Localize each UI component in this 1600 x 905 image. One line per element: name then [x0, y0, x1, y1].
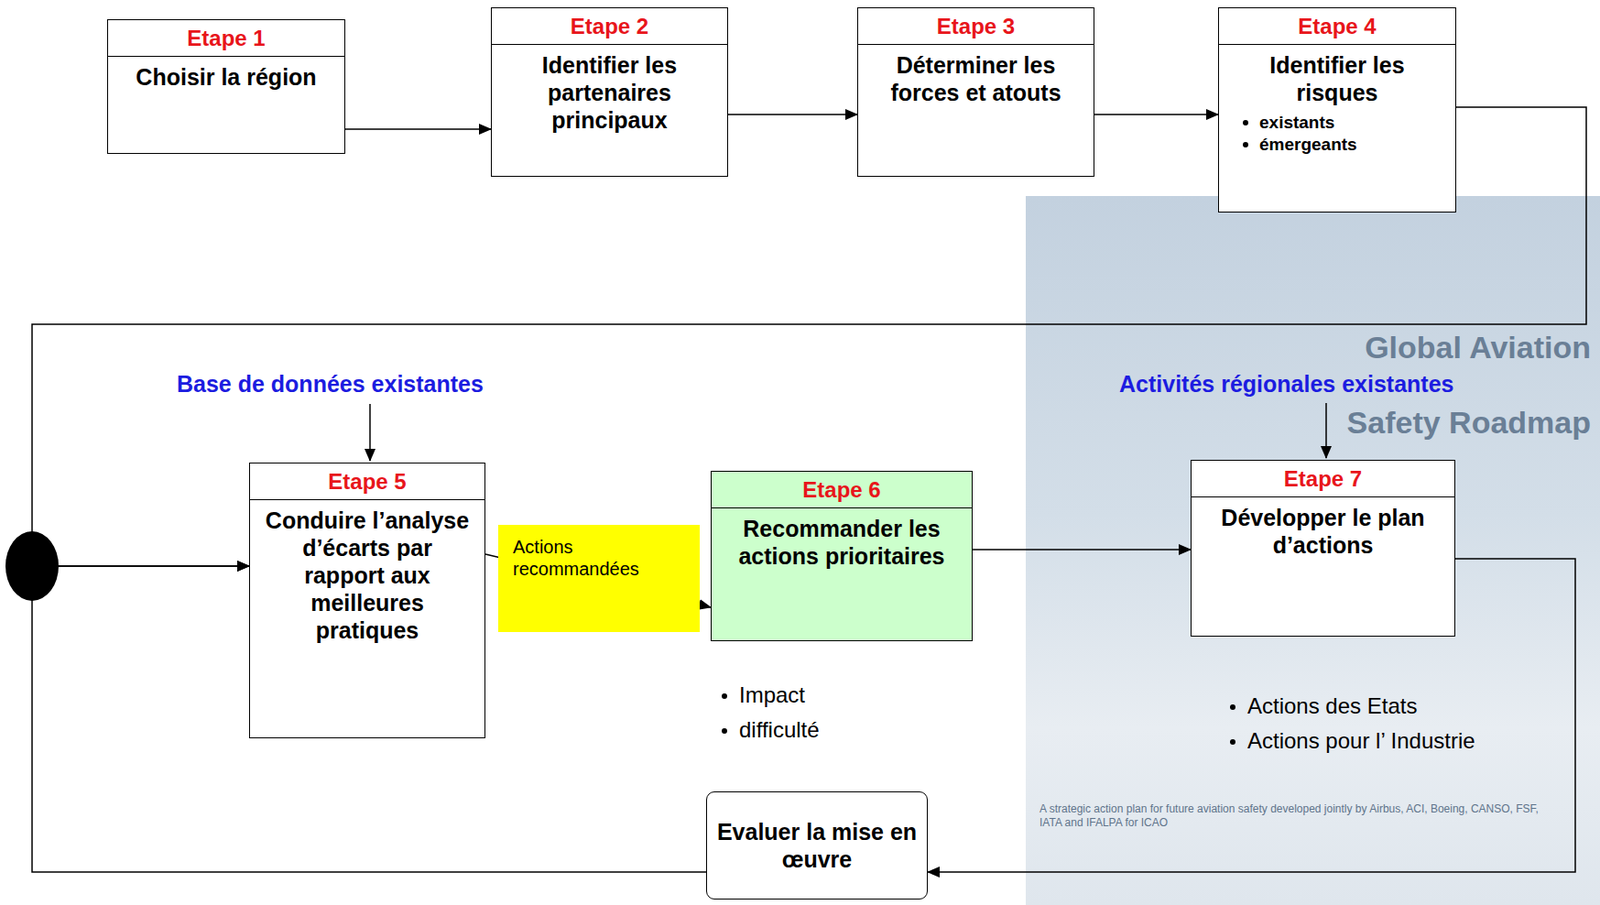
bullet-text: existants — [1259, 112, 1335, 132]
process-box: Etape 1Choisir la région — [107, 19, 346, 154]
leader-arrow — [1325, 402, 1328, 458]
bullet-dot — [1242, 141, 1249, 148]
criterion-item: Impact — [739, 682, 806, 708]
leader-arrow — [369, 403, 371, 461]
flow-connector — [728, 113, 858, 116]
bullet-item: existants — [1219, 111, 1456, 134]
step-heading: Etape 2 — [491, 8, 728, 45]
data-source-label: Activités régionales existantes — [1119, 370, 1454, 398]
bullet-item: Impact — [718, 681, 806, 709]
step-text: Conduire l’analyse d’écarts par rapport … — [250, 500, 485, 650]
step-heading: Etape 6 — [711, 471, 972, 509]
step-text: Evaluer la mise en œuvre — [707, 812, 927, 879]
flow-connector — [972, 548, 1191, 551]
bullet-item: Actions des Etats — [1227, 692, 1417, 720]
review-box: Evaluer la mise en œuvre — [706, 791, 928, 900]
action-item: Actions pour l’ Industrie — [1247, 728, 1476, 753]
step-text: Développer le plan d’actions — [1191, 497, 1455, 565]
bullet-item: Actions pour l’ Industrie — [1227, 727, 1476, 755]
bullet-dot — [721, 728, 728, 734]
process-box: Etape 5Conduire l’analyse d’écarts par r… — [249, 462, 486, 739]
step-heading: Etape 7 — [1191, 460, 1455, 498]
step-text: Identifier les partenaires principaux — [491, 44, 728, 140]
bullet-item: difficulté — [718, 716, 820, 744]
step-heading: Etape 4 — [1219, 8, 1456, 45]
process-box: Etape 3Déterminer les forces et atouts — [857, 7, 1095, 177]
process-box: Etape 2Identifier les partenaires princi… — [490, 7, 729, 177]
bullet-text: émergeants — [1259, 134, 1358, 154]
process-box: Etape 7Développer le plan d’actions — [1190, 459, 1456, 637]
flow-connector — [345, 128, 491, 131]
criterion-item: difficulté — [739, 717, 820, 742]
bullet-item: émergeants — [1219, 133, 1456, 156]
process-box: Etape 6Recommander les actions prioritai… — [710, 470, 973, 642]
process-box: Etape 4Identifier les risquesexistantsém… — [1218, 7, 1457, 213]
box-content: Evaluer la mise en œuvre — [707, 812, 927, 879]
bullet-dot — [721, 693, 728, 699]
bullet-dot — [1229, 704, 1236, 710]
action-item: Actions des Etats — [1247, 693, 1417, 719]
step-heading: Etape 5 — [250, 463, 485, 501]
step-heading: Etape 1 — [108, 20, 345, 57]
step-text: Déterminer les forces et atouts — [858, 44, 1094, 112]
step-text: Recommander les actions prioritaires — [711, 508, 972, 576]
bullet-dot — [1242, 119, 1249, 126]
step-text: Identifier les risques — [1219, 44, 1456, 112]
watermark-note: A strategic action plan for future aviat… — [1039, 802, 1553, 830]
step-heading: Etape 3 — [858, 8, 1094, 45]
data-source-label: Base de données existantes — [176, 370, 484, 398]
watermark-text: Global Aviation — [1218, 329, 1591, 365]
bullet-dot — [1229, 739, 1236, 745]
watermark-text: Safety Roadmap — [1218, 404, 1591, 440]
edge-label: Actions recommandées — [498, 524, 700, 632]
flow-connector — [1094, 113, 1219, 116]
step-text: Choisir la région — [108, 56, 345, 97]
